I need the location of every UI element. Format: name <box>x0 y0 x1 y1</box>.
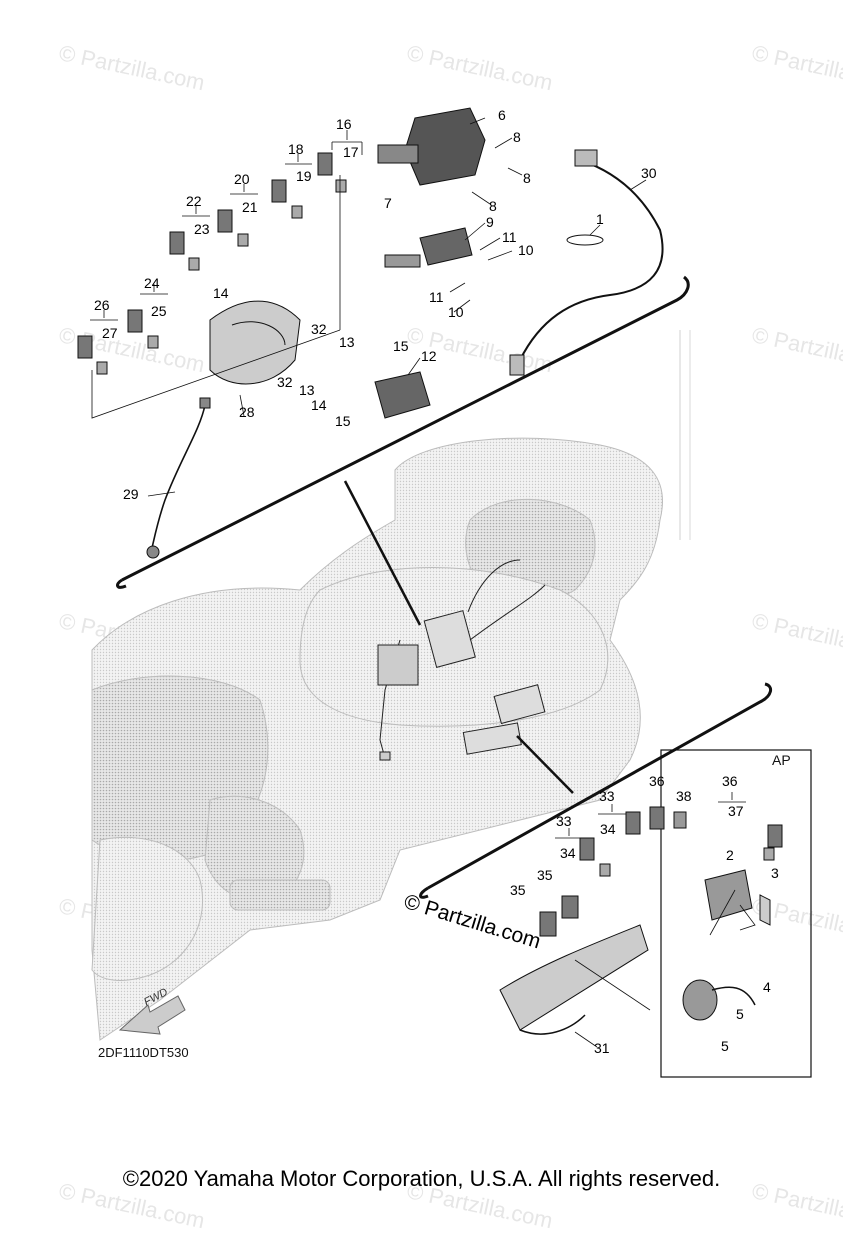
lower-components <box>499 806 783 1035</box>
callout-15: 15 <box>393 338 409 354</box>
callout-23: 23 <box>194 221 210 237</box>
callout-8: 8 <box>513 129 521 145</box>
callout-1: 1 <box>596 211 604 227</box>
callout-5: 5 <box>721 1038 729 1054</box>
callout-33: 33 <box>599 788 615 804</box>
ap-inset-label: AP <box>772 752 791 768</box>
upper-components <box>77 107 664 559</box>
callout-25: 25 <box>151 303 167 319</box>
callout-3: 3 <box>771 865 779 881</box>
diagram-code: 2DF1110DT530 <box>98 1045 189 1060</box>
callout-37: 37 <box>728 803 744 819</box>
callout-19: 19 <box>296 168 312 184</box>
callout-leaders <box>90 117 756 1048</box>
callout-20: 20 <box>234 171 250 187</box>
copyright-notice: ©2020 Yamaha Motor Corporation, U.S.A. A… <box>122 1166 721 1191</box>
parts-diagram: © Partzilla.com © Partzilla.com © Partzi… <box>57 40 843 1233</box>
callout-33: 33 <box>556 813 572 829</box>
callout-5: 5 <box>736 1006 744 1022</box>
callout-15: 15 <box>335 413 351 429</box>
callout-7: 7 <box>384 195 392 211</box>
fwd-arrow-icon <box>118 995 186 1035</box>
callout-27: 27 <box>102 325 118 341</box>
leader-lines <box>343 480 574 794</box>
callout-35: 35 <box>537 867 553 883</box>
callout-36: 36 <box>722 773 738 789</box>
callout-11: 11 <box>429 289 444 305</box>
callout-9: 9 <box>486 214 494 230</box>
callout-38: 38 <box>676 788 692 804</box>
diagram-drawing <box>77 107 812 1078</box>
callout-34: 34 <box>600 821 616 837</box>
callout-31: 31 <box>594 1040 610 1056</box>
motorcycle-silhouette <box>91 330 691 1041</box>
callout-14: 14 <box>311 397 327 413</box>
callout-8: 8 <box>523 170 531 186</box>
callout-10: 10 <box>518 242 534 258</box>
callout-24: 24 <box>144 275 160 291</box>
section-separators <box>116 275 773 899</box>
callout-17: 17 <box>343 144 359 160</box>
callout-22: 22 <box>186 193 202 209</box>
callout-29: 29 <box>123 486 139 502</box>
callout-35: 35 <box>510 882 526 898</box>
callout-30: 30 <box>641 165 657 181</box>
callout-36: 36 <box>649 773 665 789</box>
callout-12: 12 <box>421 348 437 364</box>
callout-32: 32 <box>277 374 293 390</box>
callout-32: 32 <box>311 321 327 337</box>
installed-components <box>377 559 546 761</box>
callout-14: 14 <box>213 285 229 301</box>
callout-2: 2 <box>726 847 734 863</box>
callout-26: 26 <box>94 297 110 313</box>
callout-21: 21 <box>242 199 258 215</box>
callout-6: 6 <box>498 107 506 123</box>
callout-18: 18 <box>288 141 304 157</box>
callout-8: 8 <box>489 198 497 214</box>
callout-13: 13 <box>339 334 355 350</box>
callout-34: 34 <box>560 845 576 861</box>
callout-10: 10 <box>448 304 464 320</box>
callout-4: 4 <box>763 979 771 995</box>
callout-28: 28 <box>239 404 255 420</box>
callout-16: 16 <box>336 116 352 132</box>
callout-11: 11 <box>502 229 517 245</box>
callout-13: 13 <box>299 382 315 398</box>
ap-inset-box <box>660 749 812 1078</box>
